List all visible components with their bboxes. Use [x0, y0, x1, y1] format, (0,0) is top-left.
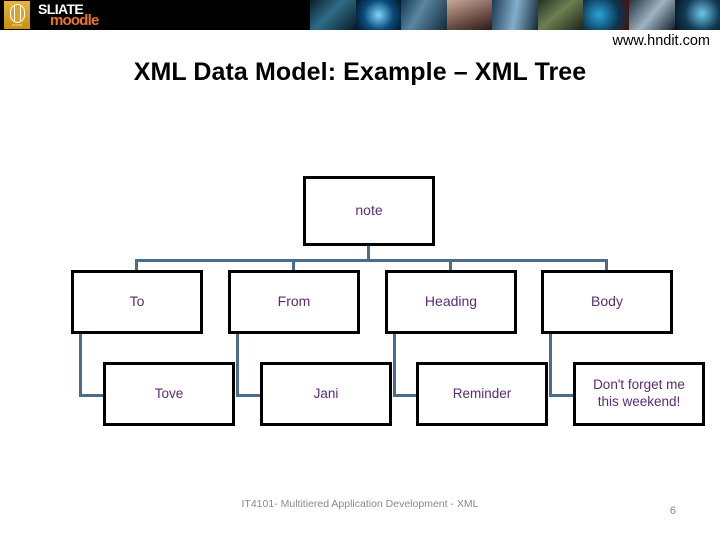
footer-course-label: IT4101- Multitiered Application Developm… [241, 498, 479, 510]
collage-tile-4 [446, 0, 493, 30]
connector-to-tove-horizontal [79, 394, 105, 397]
collage-tile-8 [628, 0, 675, 30]
connector-from-jani-vertical [236, 334, 239, 396]
header-banner: SLIATE SLIATE moodle [0, 0, 720, 30]
tree-leaf-reminder[interactable]: Reminder [416, 362, 548, 426]
connector-drop-to [135, 259, 138, 271]
moodle-logo: SLIATE moodle [38, 0, 158, 30]
connector-body-text-horizontal [549, 394, 575, 397]
collage-tile-5 [492, 0, 538, 30]
logo-primary-text: SLIATE [38, 1, 84, 17]
site-url: www.hndit.com [612, 33, 710, 49]
connector-heading-reminder-horizontal [393, 394, 419, 397]
page-number: 6 [669, 505, 676, 517]
collage-tile-3 [401, 0, 447, 30]
institute-emblem-icon [9, 3, 25, 23]
collage-tile-1 [310, 0, 356, 30]
tree-node-heading[interactable]: Heading [385, 270, 517, 334]
collage-tile-9 [674, 0, 720, 30]
tree-node-to[interactable]: To [71, 270, 203, 334]
connector-root-stem [367, 246, 370, 260]
tree-node-body[interactable]: Body [541, 270, 673, 334]
connector-body-text-vertical [549, 334, 552, 396]
connector-from-jani-horizontal [236, 394, 262, 397]
connector-bus-horizontal [135, 259, 608, 262]
tree-node-root[interactable]: note [303, 176, 435, 246]
connector-drop-heading [449, 259, 452, 271]
header-image-collage [310, 0, 720, 30]
collage-tile-6 [537, 0, 584, 30]
collage-tile-7 [583, 0, 629, 30]
connector-drop-body [605, 259, 608, 271]
collage-tile-2 [355, 0, 402, 30]
connector-heading-reminder-vertical [393, 334, 396, 396]
connector-to-tove-vertical [79, 334, 82, 396]
tree-leaf-body-text[interactable]: Don't forget me this weekend! [573, 362, 705, 426]
badge-caption: SLIATE [12, 23, 22, 27]
connector-drop-from [292, 259, 295, 271]
tree-node-from[interactable]: From [228, 270, 360, 334]
logo-secondary-text: moodle [50, 12, 99, 29]
tree-leaf-jani[interactable]: Jani [260, 362, 392, 426]
tree-leaf-tove[interactable]: Tove [103, 362, 235, 426]
institute-logo-badge: SLIATE [4, 1, 30, 29]
page-title: XML Data Model: Example – XML Tree [133, 58, 587, 86]
